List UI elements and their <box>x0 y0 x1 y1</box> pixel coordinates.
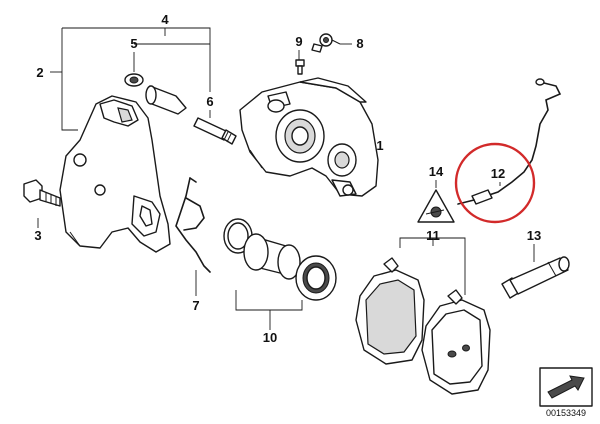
leader-lines <box>37 27 535 330</box>
caliper-carrier-bracket <box>59 95 171 253</box>
callout-13: 13 <box>527 228 541 243</box>
callout-2: 2 <box>36 65 43 80</box>
callout-12: 12 <box>491 166 505 181</box>
grease-tube <box>501 256 570 299</box>
bleeder-screw <box>295 59 305 75</box>
callout-10: 10 <box>263 330 277 345</box>
guide-pin <box>193 117 237 145</box>
piston-seal-kit <box>223 218 337 301</box>
callout-labels: 1 2 3 4 5 6 7 8 9 10 11 12 13 14 <box>34 12 541 345</box>
callout-1: 1 <box>376 138 383 153</box>
anti-rattle-spring <box>175 177 211 273</box>
diagram-id-box: 00153349 <box>539 367 593 418</box>
callout-14: 14 <box>429 164 444 179</box>
guide-bushing <box>124 73 187 115</box>
brake-caliper-housing <box>239 77 379 197</box>
diagram-id: 00153349 <box>546 408 586 418</box>
callout-9: 9 <box>295 34 302 49</box>
brake-wear-sensor <box>457 78 562 205</box>
callout-11: 11 <box>426 228 440 243</box>
callout-4: 4 <box>161 12 169 27</box>
highlight-circle <box>454 142 536 224</box>
callout-8: 8 <box>356 36 363 51</box>
callout-6: 6 <box>206 94 213 109</box>
callout-7: 7 <box>192 298 199 313</box>
brake-warning-label <box>417 189 455 223</box>
callout-5: 5 <box>130 36 137 51</box>
bleeder-cap <box>311 33 341 53</box>
brake-pad-set <box>355 257 491 395</box>
mounting-bolt <box>23 179 61 207</box>
arrow-icon <box>547 375 585 399</box>
callout-3: 3 <box>34 228 41 243</box>
